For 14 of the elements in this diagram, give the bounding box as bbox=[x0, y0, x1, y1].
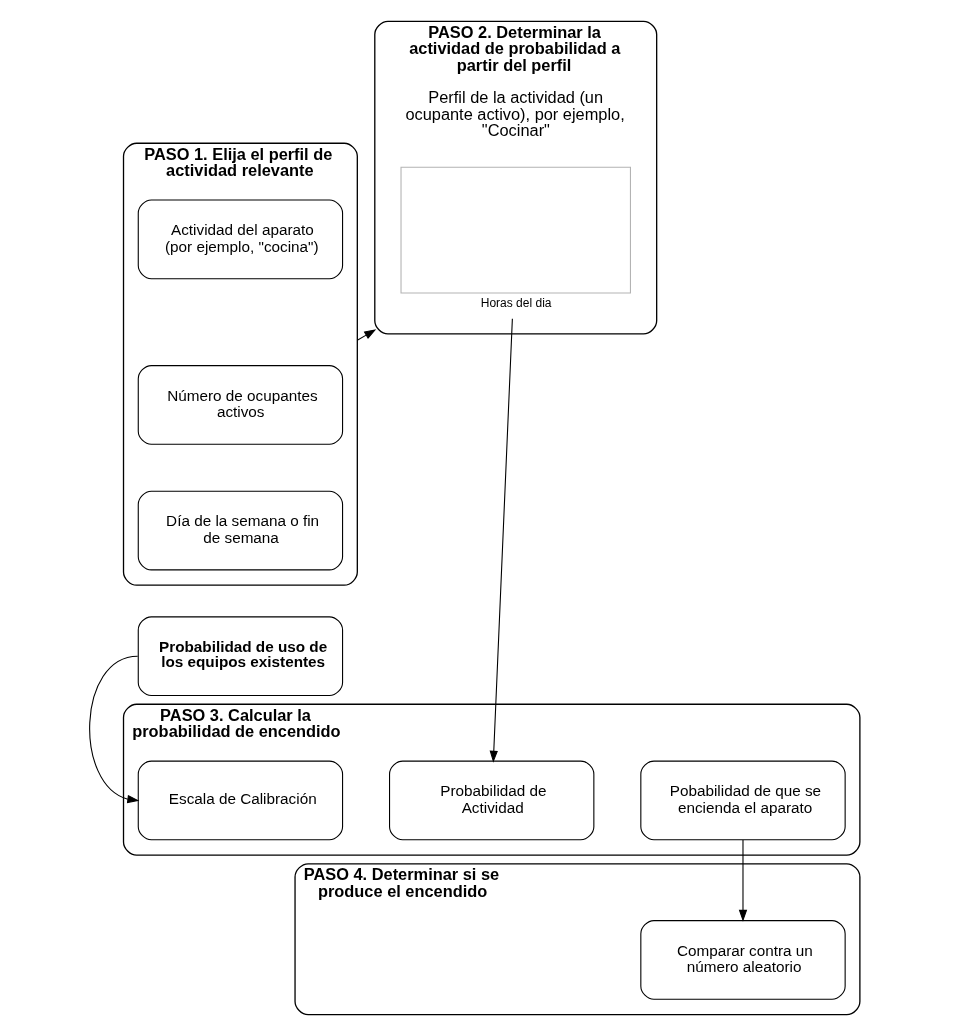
node-box bbox=[399, 166, 631, 294]
arrow bbox=[489, 318, 513, 763]
arrow bbox=[356, 329, 376, 341]
node-box: Día de la semana o fin de semana bbox=[137, 490, 343, 571]
node-box: Escala de Calibración bbox=[137, 760, 343, 841]
node-box: Probabilidad de Actividad bbox=[388, 760, 594, 841]
node-box: Probabilidad de uso de los equipos existentes bbox=[137, 616, 343, 697]
arrow bbox=[738, 839, 747, 922]
node-box: Actividad del aparato (por ejemplo, "cocina") bbox=[137, 199, 343, 280]
node-label: Horas del dia bbox=[480, 295, 551, 310]
node-box: Número de ocupantes activos bbox=[137, 365, 343, 445]
node-box: Pobabilidad de que se encienda el aparato bbox=[639, 760, 846, 841]
node-box: Comparar contra un número aleatorio bbox=[639, 920, 846, 1000]
arrow bbox=[88, 655, 139, 804]
